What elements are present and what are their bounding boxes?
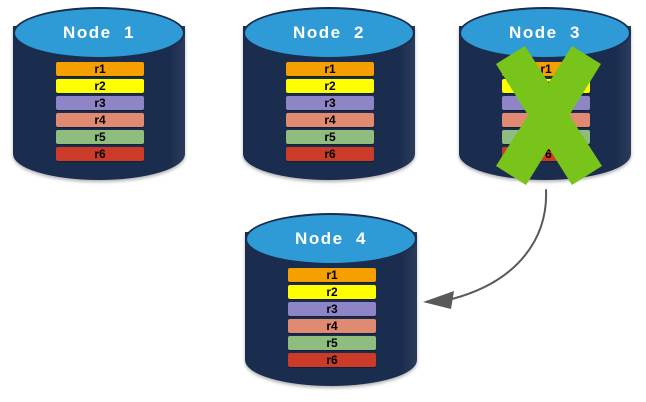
arrow-line [451,189,548,300]
node-1-record-r4[interactable]: r4 [56,113,144,127]
node-1-record-r1[interactable]: r1 [56,62,144,76]
node-4-records: r1 r2 r3 r4 r5 r6 [288,268,376,367]
node-4[interactable]: Node 4 r1 r2 r3 r4 r5 r6 [245,213,417,395]
node-2-record-r1[interactable]: r1 [286,62,374,76]
node-2-records: r1 r2 r3 r4 r5 r6 [286,62,374,161]
node-2-record-r3[interactable]: r3 [286,96,374,110]
node-1-record-r3[interactable]: r3 [56,96,144,110]
node-1-cylinder-top [13,7,185,59]
node-1-label: Node 1 [63,23,135,42]
node-2-record-r6[interactable]: r6 [286,147,374,161]
node-3-record-r5[interactable]: r5 [502,130,590,144]
node-4-record-r4[interactable]: r4 [288,319,376,333]
node-1-records: r1 r2 r3 r4 r5 r6 [56,62,144,161]
node-1-record-r5[interactable]: r5 [56,130,144,144]
node-3[interactable]: Node 3 r1 r2 r3 r4 r5 r6 [459,7,631,189]
node-2-label: Node 2 [293,23,365,42]
node-4-record-r1[interactable]: r1 [288,268,376,282]
node-1-record-r2[interactable]: r2 [56,79,144,93]
node-4-record-r3[interactable]: r3 [288,302,376,316]
node-3-record-r6[interactable]: r6 [502,147,590,161]
node-3-record-r3[interactable]: r3 [502,96,590,110]
node-2-cylinder-top [243,7,415,59]
node-3-label: Node 3 [509,23,581,42]
node-4-record-r2[interactable]: r2 [288,285,376,299]
arrow-head-icon [423,291,454,309]
node-3-record-r1[interactable]: r1 [502,62,590,76]
node-2-record-r4[interactable]: r4 [286,113,374,127]
node-3-record-r2[interactable]: r2 [502,79,590,93]
node-2-record-r2[interactable]: r2 [286,79,374,93]
node-3-record-r4[interactable]: r4 [502,113,590,127]
node-1-record-r6[interactable]: r6 [56,147,144,161]
node-4-label: Node 4 [295,229,367,248]
node-4-record-r6[interactable]: r6 [288,353,376,367]
node-2-record-r5[interactable]: r5 [286,130,374,144]
node-4-record-r5[interactable]: r5 [288,336,376,350]
node-4-cylinder-top [245,213,417,265]
node-3-records: r1 r2 r3 r4 r5 r6 [502,62,590,161]
node-2[interactable]: Node 2 r1 r2 r3 r4 r5 r6 [243,7,415,189]
node-1[interactable]: Node 1 r1 r2 r3 r4 r5 r6 [13,7,185,189]
